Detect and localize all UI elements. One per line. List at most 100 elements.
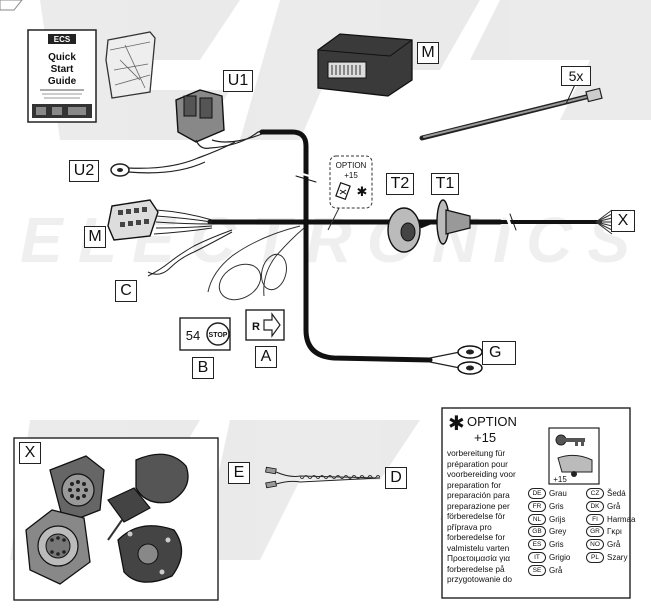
reverse-light-sign: R (245, 309, 285, 341)
country-code-badge: NO (586, 539, 604, 551)
country-code-badge: FI (586, 513, 604, 525)
relay-u1 (175, 89, 265, 149)
brake-light-sign: 54 STOP (179, 317, 231, 351)
label-e: E (228, 462, 250, 484)
option-desc-line: forberedelse for (447, 532, 506, 542)
option-desc-line: preparación para (447, 490, 510, 500)
option-desc-line: příprava pro (447, 521, 492, 532)
color-name: Grey (549, 527, 567, 537)
grommet-t1 (436, 199, 471, 245)
guide-brand: ECS (54, 35, 71, 44)
brake-reverse-wires (207, 225, 305, 301)
country-code-badge: DK (586, 500, 604, 512)
country-code-badge: IT (528, 552, 546, 563)
color-name: Szary (607, 553, 628, 562)
svg-text:R: R (252, 321, 260, 333)
svg-text:Quick: Quick (48, 52, 76, 63)
color-name: Grå (607, 501, 621, 511)
label-g: G (482, 341, 516, 365)
connector-m (107, 199, 213, 241)
twisted-pair-e-d (265, 466, 381, 489)
option-desc-line: préparation pour (447, 458, 508, 469)
label-5x: 5x (561, 66, 591, 86)
country-code-badge: DE (528, 488, 546, 499)
color-name: Šedá (607, 489, 626, 498)
color-name: Γκρι (607, 527, 622, 537)
country-code-badge: ES (528, 539, 546, 551)
label-c: C (115, 280, 137, 302)
svg-text:Start: Start (51, 64, 74, 75)
label-x-box: X (19, 442, 41, 464)
label-b: B (192, 357, 214, 379)
option-desc-line: Προετοιμασία για (447, 553, 511, 563)
plastic-bag (105, 31, 156, 99)
cable-tie (419, 77, 603, 141)
option-panel-star: ✱ (448, 411, 465, 435)
country-code-badge: CZ (586, 488, 604, 499)
option-desc-line: preparazione per (447, 500, 510, 511)
label-t2: T2 (386, 173, 414, 195)
svg-text:✱: ✱ (357, 185, 368, 200)
color-name: Grå (549, 565, 563, 575)
label-m-connector: M (84, 226, 106, 248)
twisted-pair-c (147, 229, 233, 277)
color-name: Gris (549, 540, 564, 550)
label-a: A (255, 346, 277, 368)
ground-terminals (429, 345, 483, 375)
harness-end-wires (595, 209, 613, 235)
color-name: Grijs (549, 514, 566, 524)
country-code-badge: GB (528, 526, 546, 538)
option-desc-line: vorbereitung für (447, 448, 506, 458)
option-panel-icon: +15 (548, 427, 600, 485)
socket-assembly (25, 453, 189, 585)
option-desc-line: voorbereiding voor (447, 469, 516, 479)
label-t1: T1 (431, 173, 459, 195)
option-desc-line: förberedelse för (447, 511, 506, 521)
label-d: D (385, 467, 407, 489)
country-code-badge: FR (528, 500, 546, 512)
country-code-badge: NL (528, 513, 546, 525)
label-m-module: M (417, 42, 439, 64)
country-code-badge: PL (586, 552, 604, 563)
svg-text:+15: +15 (344, 171, 358, 180)
option-desc-line: przygotowanie do (447, 574, 513, 584)
control-module (317, 33, 413, 97)
color-name: Grå (607, 540, 621, 550)
quick-start-guide: ECS Quick Start Guide (27, 29, 97, 123)
option-icon-value: +15 (553, 475, 567, 484)
color-name: Grigio (549, 553, 571, 562)
country-code-badge: SE (528, 564, 546, 576)
option-desc-line: forberedelse på (447, 563, 505, 574)
svg-text:OPTION: OPTION (336, 161, 367, 170)
color-name: Grau (549, 489, 567, 498)
svg-text:STOP: STOP (209, 332, 228, 339)
ground-ring-u2 (110, 141, 236, 177)
grommet-t2 (387, 207, 431, 253)
color-name: Gris (549, 501, 564, 511)
option-popup: OPTION +15 ✱ (327, 155, 373, 231)
label-u2: U2 (69, 160, 99, 182)
option-desc-line: preparation for (447, 479, 501, 490)
option-panel-value: +15 (474, 430, 497, 445)
label-u1: U1 (223, 70, 253, 92)
svg-text:54: 54 (186, 328, 200, 343)
label-x-main: X (611, 210, 635, 232)
country-code-badge: GR (586, 526, 604, 538)
option-desc-line: valmistelu varten (447, 542, 510, 553)
option-panel-title: OPTION (467, 414, 517, 429)
